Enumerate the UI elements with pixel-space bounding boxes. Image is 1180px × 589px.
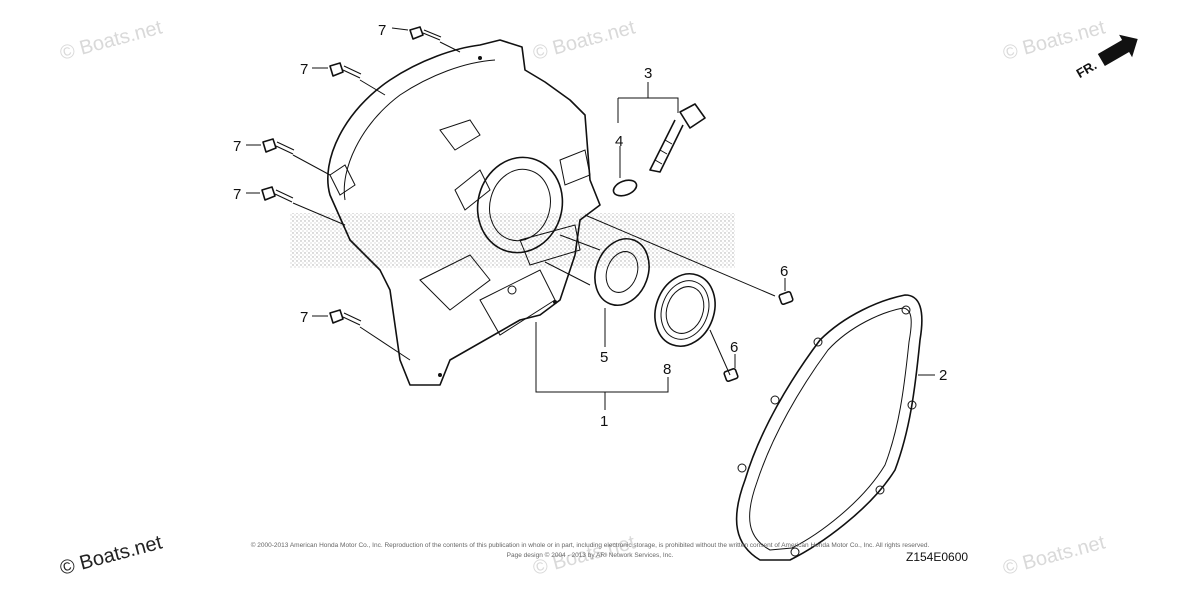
- bolt-icon: [329, 62, 362, 79]
- crankcase-cover: [327, 39, 601, 386]
- callout-3: 3: [644, 65, 652, 82]
- watermark-text: © Boats.net: [58, 531, 165, 579]
- callout-7: 7: [378, 22, 386, 39]
- callout-6: 6: [780, 263, 788, 280]
- dowel-pin: [778, 291, 794, 305]
- drawing-code: Z154E0600: [906, 550, 968, 564]
- watermark-text: © Boats.net: [531, 16, 638, 64]
- callout-7: 7: [233, 138, 241, 155]
- flange-bolt-group: [261, 26, 461, 361]
- watermark-text: © Boats.net: [1001, 531, 1108, 579]
- oil-level-gauge: [649, 103, 706, 173]
- callout-labels: 7 7 7 7 7 3 4 5 8 1 6 6 2: [233, 22, 947, 430]
- bolt-icon: [409, 26, 442, 41]
- copyright-notice: © 2000-2013 American Honda Motor Co., In…: [251, 541, 930, 549]
- oil-seal: [594, 238, 650, 306]
- case-cover-gasket: [735, 294, 923, 561]
- direction-label: FR.: [1074, 57, 1100, 80]
- bolt-icon: [262, 138, 295, 155]
- callout-6: 6: [730, 339, 738, 356]
- o-ring: [612, 179, 638, 197]
- watermark-layer: © Boats.net © Boats.net © Boats.net © Bo…: [58, 16, 1108, 579]
- callout-8: 8: [663, 361, 671, 378]
- callout-7: 7: [300, 61, 308, 78]
- callout-1: 1: [600, 413, 608, 430]
- watermark-text: © Boats.net: [58, 16, 165, 64]
- callout-leaders: [246, 27, 935, 410]
- bolt-icon: [329, 309, 362, 326]
- callout-5: 5: [600, 349, 608, 366]
- callout-7: 7: [300, 309, 308, 326]
- callout-4: 4: [615, 133, 623, 150]
- page-design-notice: Page design © 2004 - 2013 by ARI Network…: [507, 551, 674, 559]
- watermark-text: © Boats.net: [1001, 16, 1108, 64]
- ball-bearing: [654, 273, 716, 347]
- callout-7: 7: [233, 186, 241, 203]
- bolt-icon: [261, 186, 294, 203]
- callout-2: 2: [939, 367, 947, 384]
- dowel-pin: [723, 368, 739, 382]
